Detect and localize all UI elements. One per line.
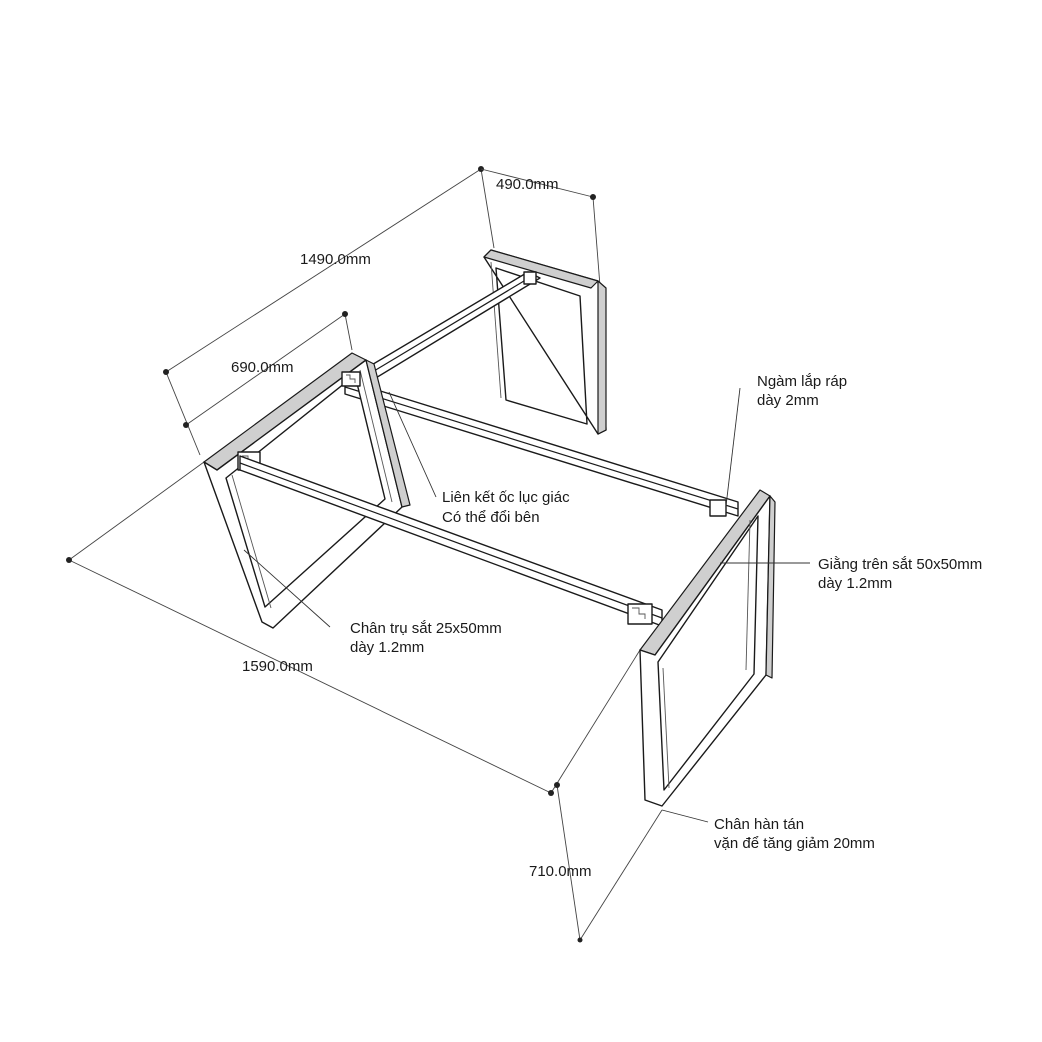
dimension-1590 bbox=[66, 461, 641, 796]
dim-label-690: 690.0mm bbox=[231, 359, 294, 376]
note-top-brace-1: Giằng trên sắt 50x50mm bbox=[818, 556, 982, 573]
note-foot-2: vặn để tăng giảm 20mm bbox=[714, 835, 875, 852]
dimension-1490 bbox=[163, 166, 495, 456]
dim-label-490: 490.0mm bbox=[496, 176, 559, 193]
right-leg-frame bbox=[639, 489, 776, 807]
note-leg-post-1: Chân trụ sắt 25x50mm bbox=[350, 620, 502, 637]
note-recess-2: dày 2mm bbox=[757, 392, 819, 409]
dim-label-1490: 1490.0mm bbox=[300, 251, 371, 268]
note-hex-bolt-1: Liên kết ốc lục giác bbox=[442, 489, 570, 506]
note-top-brace-2: dày 1.2mm bbox=[818, 575, 892, 592]
dimension-710 bbox=[554, 782, 663, 943]
dim-label-710: 710.0mm bbox=[529, 863, 592, 880]
dim-label-1590: 1590.0mm bbox=[242, 658, 313, 675]
bolt-plate-right-back bbox=[709, 499, 727, 517]
leaders bbox=[243, 387, 810, 823]
left-leg-frame bbox=[203, 352, 411, 629]
back-rail bbox=[342, 271, 541, 391]
note-foot-1: Chân hàn tán bbox=[714, 816, 804, 833]
note-hex-bolt-2: Có thể đổi bên bbox=[442, 509, 540, 526]
long-back-rail bbox=[344, 379, 739, 517]
bolt-plate-back-far bbox=[523, 271, 537, 285]
dimension-690 bbox=[183, 311, 353, 428]
dimension-490 bbox=[480, 168, 601, 287]
bolt-plate-left bbox=[237, 371, 361, 471]
back-leg-frame bbox=[483, 249, 607, 435]
note-leg-post-2: dày 1.2mm bbox=[350, 639, 424, 656]
note-recess-1: Ngàm lắp ráp bbox=[757, 373, 847, 390]
